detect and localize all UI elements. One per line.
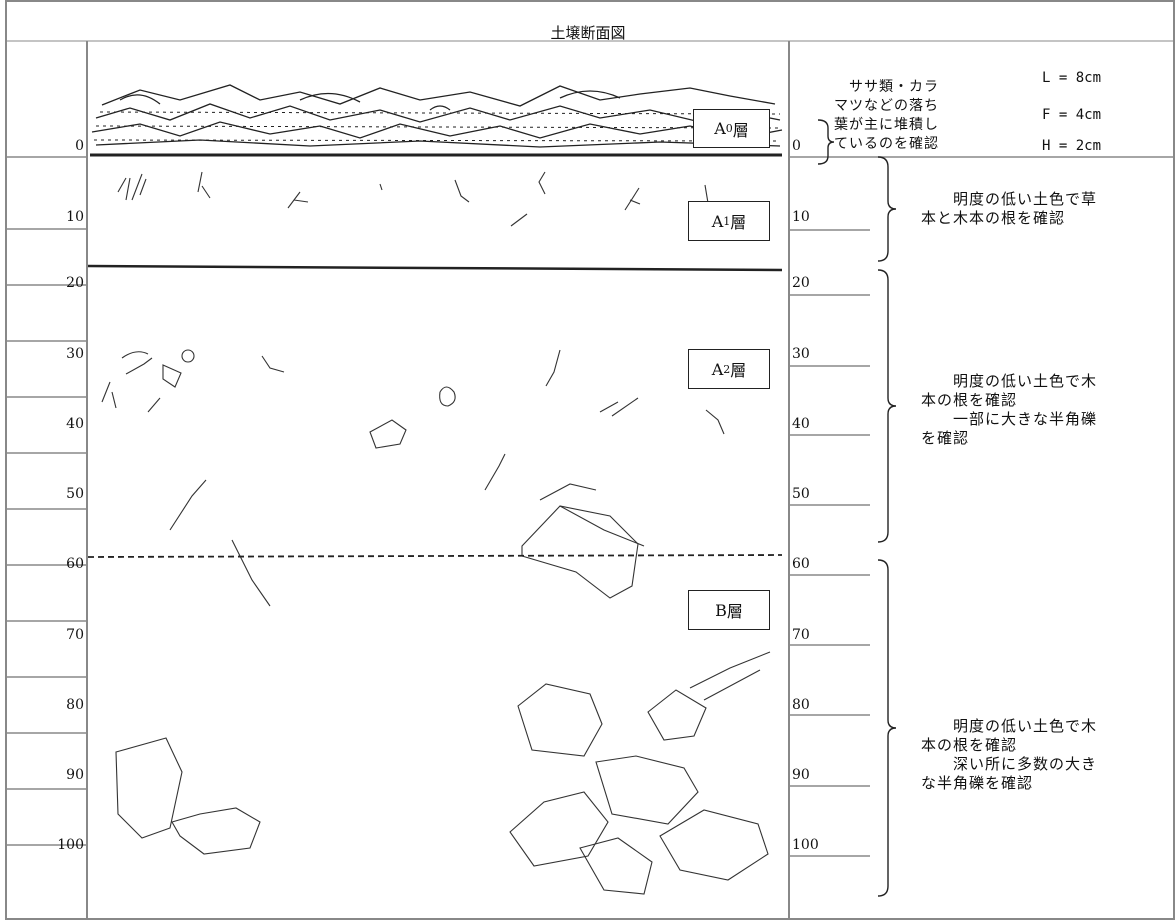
scale-right-30: 30: [792, 346, 810, 362]
a1-description: 明度の低い土色で草 本と木本の根を確認: [921, 190, 1098, 227]
scale-right-60: 60: [792, 556, 810, 572]
scale-right-100: 100: [792, 837, 819, 853]
scale-left-50: 50: [66, 486, 84, 502]
scale-left-20: 20: [66, 275, 84, 291]
scale-right-90: 90: [792, 767, 810, 783]
a1-brace: [877, 156, 897, 262]
scale-right-50: 50: [792, 486, 810, 502]
layer-a2-suffix: 層: [730, 361, 747, 380]
right-scale-lines: [789, 156, 1174, 857]
a1-a2-boundary: [87, 264, 783, 272]
a0-h-value: H = 2cm: [1042, 138, 1102, 154]
scale-left-80: 80: [66, 697, 84, 713]
layer-b-main: B: [715, 600, 727, 620]
scale-left-60: 60: [66, 556, 84, 572]
layer-a2-main: A: [711, 359, 724, 379]
scale-left-30: 30: [66, 346, 84, 362]
table-grid: [5, 0, 1175, 920]
figure-title: 土壌断面図: [550, 24, 626, 42]
scale-left-10: 10: [66, 209, 84, 225]
a0-description: ササ類・カラ マツなどの落ち 葉が主に堆積し ているのを確認: [834, 79, 939, 152]
a2-description: 明度の低い土色で木 本の根を確認 一部に大きな半角礫 を確認: [921, 372, 1098, 447]
layer-a0-sub: 0: [725, 122, 733, 135]
scale-right-70: 70: [792, 627, 810, 643]
layer-a0-suffix: 層: [732, 120, 749, 140]
a2-brace: [877, 269, 897, 543]
a0-litter-layer: [90, 84, 783, 157]
left-scale-lines: [6, 156, 87, 846]
layer-b-suffix: 層: [726, 602, 743, 621]
b-gravels: [115, 651, 771, 895]
b-brace: [877, 559, 897, 897]
a0-f-value: F = 4cm: [1042, 107, 1102, 123]
a2-b-boundary: [87, 554, 783, 558]
layer-a1-main: A: [711, 211, 724, 231]
scale-left-90: 90: [66, 767, 84, 783]
a0-l-value: L = 8cm: [1042, 70, 1102, 86]
scale-left-40: 40: [66, 416, 84, 432]
scale-right-0: 0: [792, 138, 801, 154]
a2-roots-gravel: [101, 349, 725, 607]
b-description: 明度の低い土色で木 本の根を確認 深い所に多数の大き な半角礫を確認: [921, 717, 1098, 792]
a0-brace: [817, 119, 835, 165]
scale-right-80: 80: [792, 697, 810, 713]
layer-a2-sub: 2: [723, 362, 731, 376]
layer-a1-suffix: 層: [730, 213, 747, 232]
scale-right-40: 40: [792, 416, 810, 432]
scale-left-70: 70: [66, 627, 84, 643]
scale-right-20: 20: [792, 275, 810, 291]
a1-roots: [117, 171, 709, 227]
scale-left-100: 100: [57, 837, 84, 853]
scale-left-0: 0: [75, 138, 84, 154]
layer-a1-sub: 1: [723, 214, 731, 228]
layer-a0-main: A: [714, 119, 726, 138]
scale-right-10: 10: [792, 209, 810, 225]
